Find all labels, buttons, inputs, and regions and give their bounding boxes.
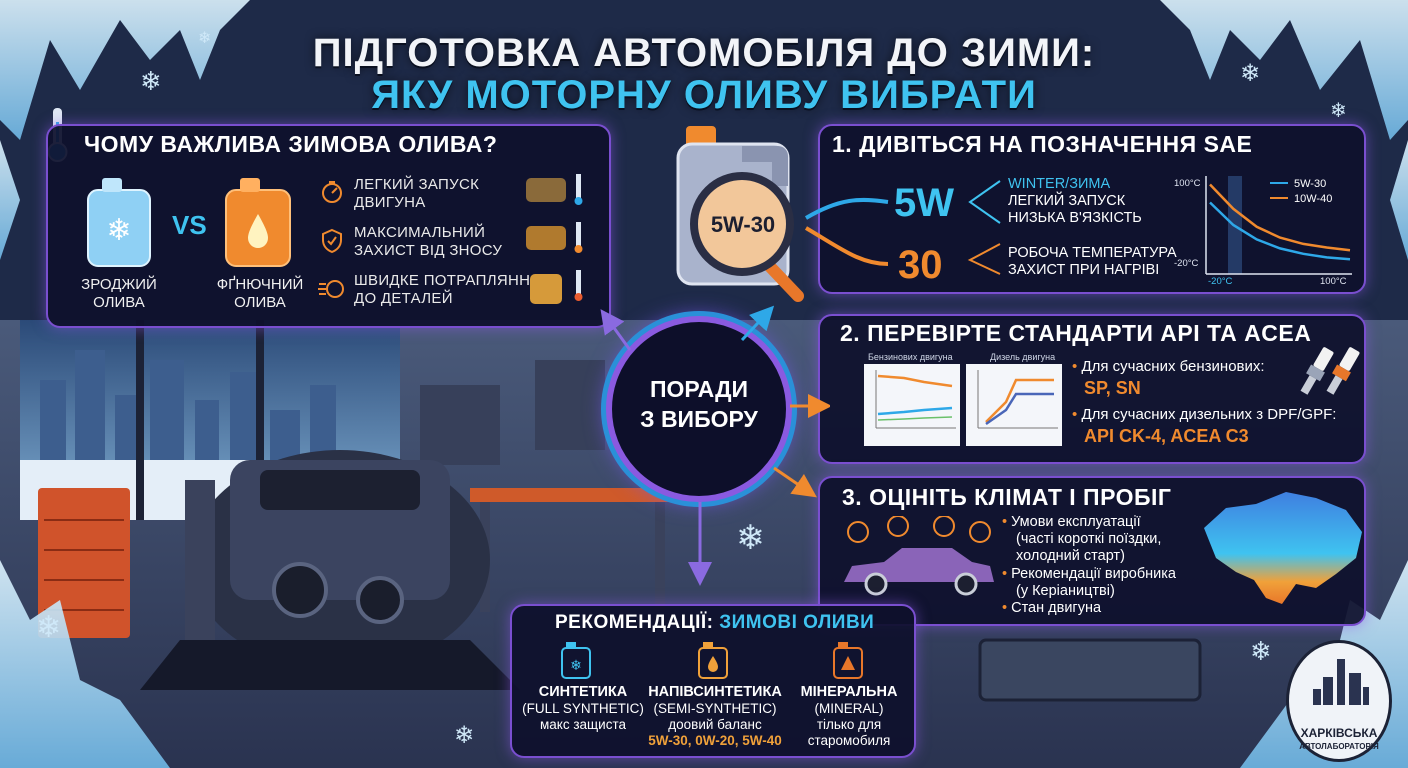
center-tips-circle: ПОРАДИ З ВИБОРУ: [606, 316, 792, 502]
car-icon-group: [844, 516, 994, 596]
climate-item-engine-state: • Стан двигуна: [1002, 600, 1102, 616]
logo-badge: [1286, 640, 1392, 762]
snowflake-icon: ❄: [1250, 636, 1272, 666]
snowflake-icon: ❄: [1330, 100, 1347, 122]
importance-title: ЧОМУ ВАЖЛИВА ЗИМОВА ОЛИВА?: [84, 131, 498, 157]
logo-name: ХАРКІВСЬКА: [1300, 726, 1378, 740]
semi-synthetic-jug-icon: [698, 642, 728, 679]
rec-synthetic: СИНТЕТИКА (FULL SYNTHETIC) макс защиста: [522, 684, 644, 733]
climate-title: 3. ОЦІНІТЬ КЛІМАТ І ПРОБІГ: [842, 484, 1172, 510]
speedometer-icon: [322, 181, 342, 203]
recommendations-panel: [510, 604, 916, 758]
connector-arrows: [600, 305, 830, 586]
workbench: [470, 488, 675, 502]
diesel-engine-spec: API CK-4, ACEA C3: [1084, 426, 1249, 446]
oil-jug-magnifier: [676, 126, 804, 302]
snowflake-icon: ❄: [140, 66, 162, 96]
center-line2: З ВИБОРУ: [640, 406, 758, 432]
page-title: ПІДГОТОВКА АВТОМОБІЛЯ ДО ЗИМИ:: [312, 31, 1096, 75]
fast-flow-icon: [318, 280, 344, 298]
logo-subtitle: АВТОЛАБОРАТОРІЯ: [1299, 742, 1379, 751]
series-line-1: [1209, 183, 1351, 252]
ukraine-map-icon: [1204, 492, 1362, 604]
vs-label: VS: [172, 210, 207, 240]
legend-label-10w40: 10W-40: [1294, 193, 1332, 205]
y-tick-top: 100°C: [1174, 178, 1201, 189]
x-tick-left: -20°C: [1208, 276, 1233, 287]
engine-parts-thermometers: [526, 174, 583, 304]
sae-hot-code: 30: [898, 243, 943, 287]
snowflake-icon: ❄: [36, 611, 62, 644]
svg-text:❄: ❄: [570, 658, 582, 674]
spark-plug-icon: [1300, 347, 1360, 395]
gas-engine-label: • Для сучасних бензинових:: [1072, 358, 1265, 375]
sae-brackets: [967, 180, 1001, 275]
page-subtitle: ЯКУ МОТОРНУ ОЛИВУ ВИБРАТИ: [371, 73, 1037, 117]
diesel-engine-mini-chart: [966, 364, 1062, 446]
shield-check-icon: [322, 228, 342, 254]
synthetic-jug-icon: ❄: [561, 642, 591, 679]
city-building-icon: [1313, 659, 1369, 705]
tool-cabinet: [38, 488, 130, 638]
snowflake-icon: ❄: [454, 722, 475, 749]
center-line1: ПОРАДИ: [649, 376, 749, 402]
frozen-oil-jug-icon: ❄: [87, 178, 151, 267]
jug-label: 5W-30: [710, 212, 776, 237]
diesel-engine-label: • Для сучасних дизельних з DPF/GPF:: [1072, 406, 1337, 423]
climate-item-usage: • Умови експлуатації (часті короткі поїз…: [1002, 514, 1162, 565]
legend-label-5w30: 5W-30: [1294, 178, 1326, 190]
warm-oil-jug-icon: [225, 178, 291, 267]
mineral-jug-icon: [833, 642, 863, 679]
gas-chart-title: Бензинових двигуна: [868, 352, 953, 362]
rec-mineral: МІНЕРАЛЬНА (MINERAL) тількo для старомоб…: [800, 684, 898, 748]
snowflake-icon: ❄: [1240, 60, 1261, 87]
sae-title: 1. ДИВІТЬСЯ НА ПОЗНАЧЕННЯ SAE: [832, 131, 1253, 157]
x-tick-right: 100°C: [1320, 276, 1347, 287]
api-title: 2. ПЕРЕВІРТЕ СТАНДАРТИ API ТА ACEA: [840, 320, 1312, 346]
gas-engine-mini-chart: [864, 364, 960, 446]
recommendations-title: РЕКОМЕНДАЦІЇ: ЗИМОВІ ОЛИВИ: [555, 612, 875, 633]
sae-code-arrows: [804, 197, 889, 266]
snowflake-icon: ❄: [198, 30, 212, 47]
engine-illustration: [190, 450, 490, 670]
gas-engine-spec: SP, SN: [1084, 378, 1141, 398]
climate-item-manufacturer: • Рекомендації виробника (у Керіаництві): [1002, 566, 1176, 600]
viscosity-chart: 100°C -20°C -20°C 100°C 5W-30 10W-40: [1174, 176, 1352, 287]
sae-winter-code: 5W: [894, 181, 954, 225]
series-line-0: [1209, 201, 1351, 261]
svg-text:❄: ❄: [106, 213, 131, 248]
snowflake-icon: ❄: [736, 519, 765, 557]
tool-case: [978, 638, 1202, 702]
diesel-chart-title: Дизель двигуна: [990, 352, 1056, 362]
pegboard: [420, 385, 500, 465]
y-tick-bottom: -20°C: [1174, 258, 1199, 269]
rec-semi-synthetic: НАПІВСИНТЕТИКА (SEMI-SYNTHETIC) доовий б…: [648, 684, 782, 748]
sae-panel: [818, 124, 1366, 294]
